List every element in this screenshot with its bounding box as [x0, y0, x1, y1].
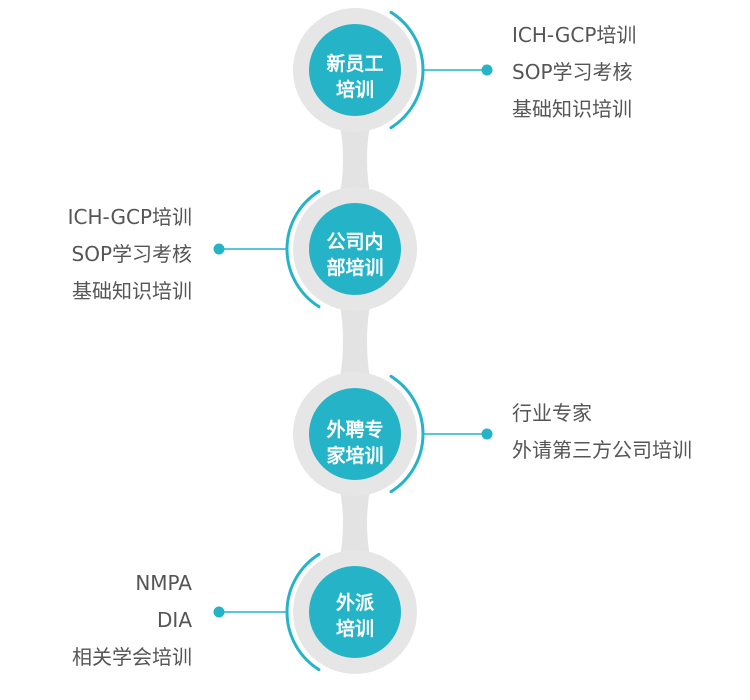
item-list-outbound: NMPA DIA 相关学会培训: [72, 565, 192, 676]
node-label-new-employee: 新员工 培训: [295, 51, 415, 103]
pointer-dot: [481, 428, 493, 440]
node-disc-new-employee: [309, 24, 401, 116]
node-accent-arc: [389, 374, 425, 494]
node-accent-arc: [285, 189, 321, 309]
list-item: 行业专家: [512, 401, 592, 425]
connector-stem: [339, 299, 371, 384]
list-item: 外请第三方公司培训: [512, 438, 692, 462]
list-item: NMPA: [135, 571, 192, 595]
node-disc-internal: [309, 203, 401, 295]
node-title-line: 外派: [335, 592, 374, 614]
node-title-line: 公司内: [326, 231, 384, 253]
node-disc-external-expert: [309, 388, 401, 480]
list-item: 基础知识培训: [72, 279, 192, 303]
connector-group: [339, 120, 371, 562]
node-disc-outbound: [309, 566, 401, 658]
node-title-line: 新员工: [326, 53, 384, 75]
list-item: 基础知识培训: [512, 97, 632, 121]
list-item: 相关学会培训: [72, 645, 192, 669]
node-title-line: 培训: [335, 618, 374, 640]
list-item: ICH-GCP培训: [512, 23, 637, 47]
list-item: SOP学习考核: [71, 242, 193, 266]
node-title-line: 外聘专: [326, 419, 384, 441]
connector-stem: [339, 484, 371, 562]
node-label-outbound: 外派 培训: [295, 590, 415, 642]
pointer-dot: [481, 64, 493, 76]
item-list-external-expert: 行业专家 外请第三方公司培训: [512, 395, 692, 469]
pointer-dot: [213, 606, 225, 618]
node-title-line: 培训: [335, 79, 374, 101]
node-accent-arc: [285, 552, 321, 672]
node-label-internal: 公司内 部培训: [295, 229, 415, 281]
node-title-line: 家培训: [326, 445, 384, 467]
item-list-internal: ICH-GCP培训 SOP学习考核 基础知识培训: [68, 199, 192, 310]
node-title-line: 部培训: [326, 257, 384, 279]
list-item: ICH-GCP培训: [67, 205, 192, 229]
list-item: DIA: [157, 608, 192, 632]
node-group: [213, 8, 493, 674]
connector-stem: [339, 120, 371, 199]
item-list-new-employee: ICH-GCP培训 SOP学习考核 基础知识培训: [512, 17, 636, 128]
node-label-external-expert: 外聘专 家培训: [295, 417, 415, 469]
list-item: SOP学习考核: [512, 60, 633, 84]
pointer-dot: [213, 243, 225, 255]
node-accent-arc: [389, 10, 425, 130]
